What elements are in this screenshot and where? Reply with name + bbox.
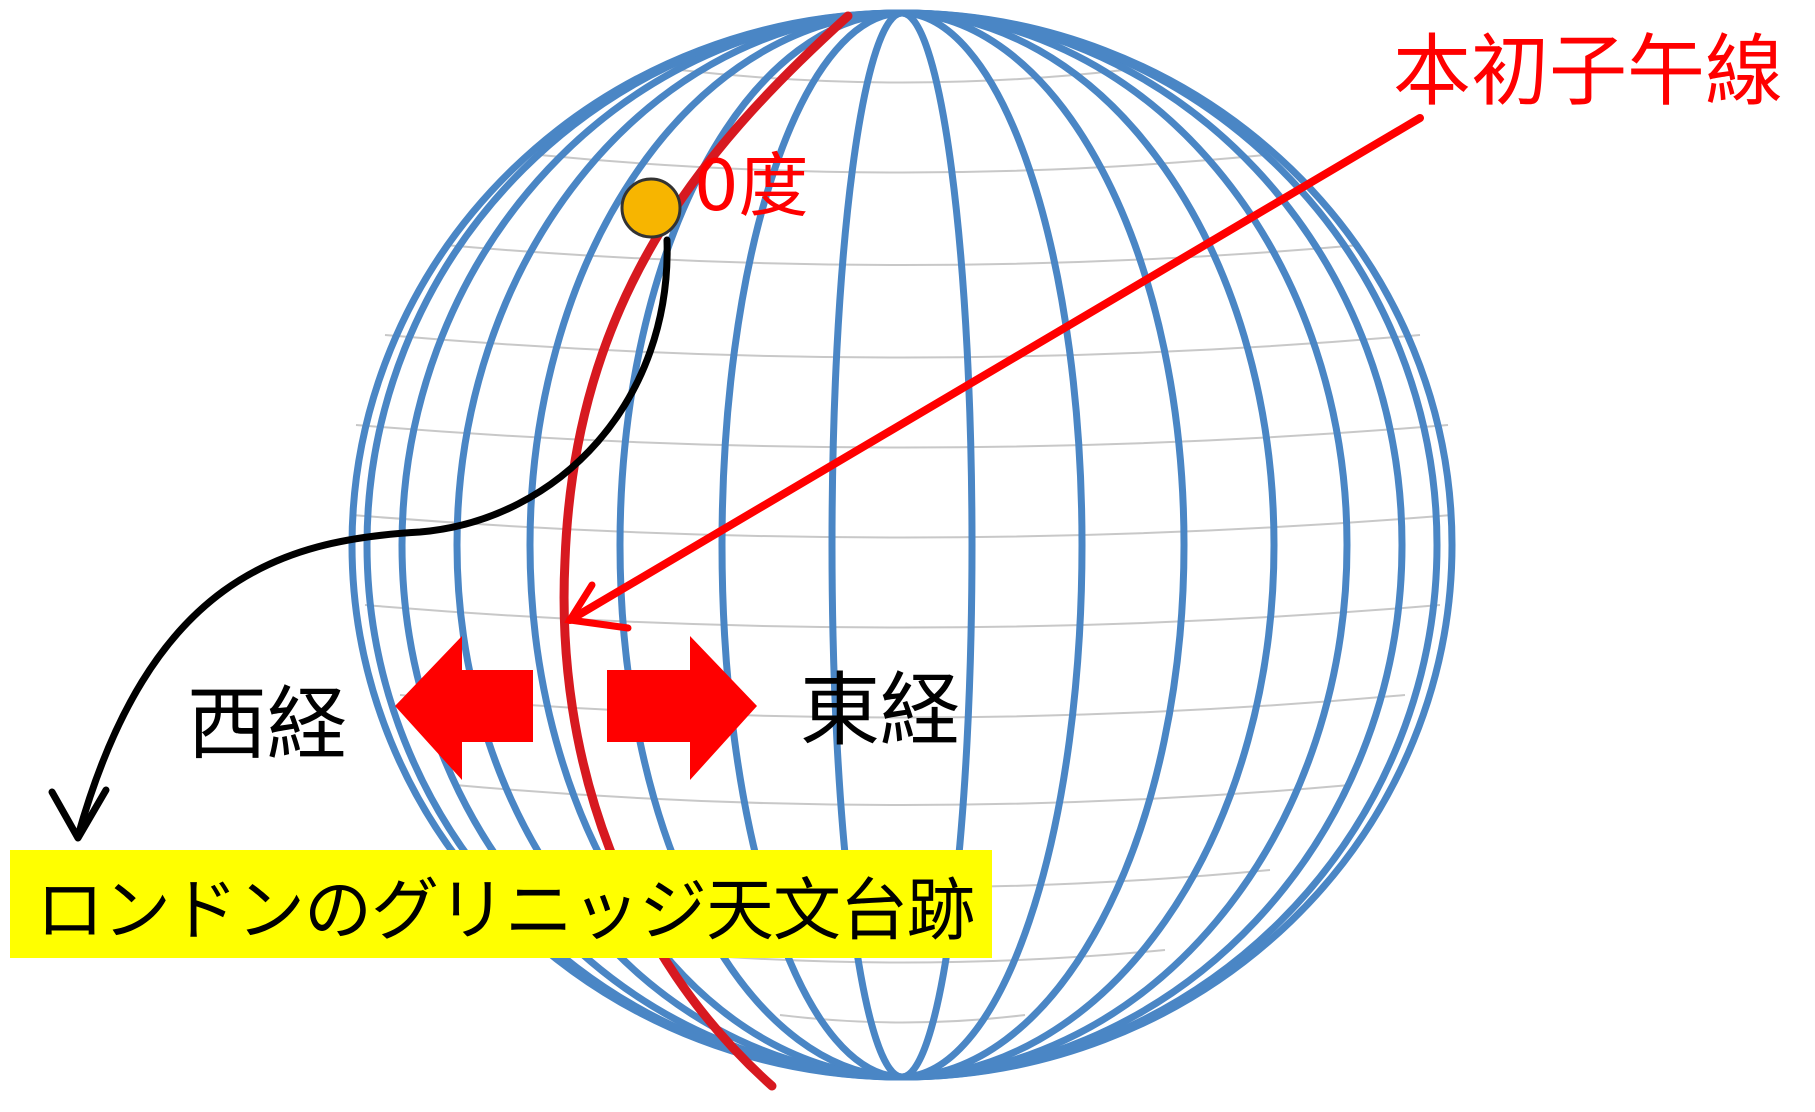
meridian-line — [828, 9, 976, 1081]
greenwich-label: ロンドンのグリニッジ天文台跡 — [36, 871, 975, 951]
prime-meridian-pointer — [564, 114, 1424, 632]
latitude-line — [364, 604, 1441, 629]
pointer-arrowhead — [564, 581, 632, 632]
east-longitude-label: 東経 — [800, 664, 960, 757]
east-arrow — [607, 636, 757, 780]
prime-meridian-label: 本初子午線 — [1393, 27, 1783, 117]
latitude-line — [454, 784, 1351, 806]
latitude-line — [679, 69, 1125, 84]
arrow-left-icon — [395, 636, 533, 780]
latitude-line — [384, 334, 1421, 359]
zero-degree-label: 0度 — [694, 145, 809, 227]
west-longitude-label: 西経 — [187, 678, 347, 771]
greenwich-callout: ロンドンのグリニッジ天文台跡 — [10, 850, 992, 958]
greenwich-connector — [48, 236, 671, 842]
pointer-line — [566, 114, 1424, 624]
connector-curve — [74, 236, 671, 840]
latitude-line — [444, 244, 1361, 266]
greenwich-marker-icon — [620, 177, 682, 239]
latitude-line — [351, 514, 1453, 539]
connector-arrowhead — [48, 786, 110, 842]
west-arrow — [395, 636, 533, 780]
latitude-line — [779, 1014, 1026, 1024]
meridian-lines — [348, 9, 1456, 1081]
latitude-line — [355, 424, 1449, 449]
arrow-right-icon — [607, 636, 757, 780]
